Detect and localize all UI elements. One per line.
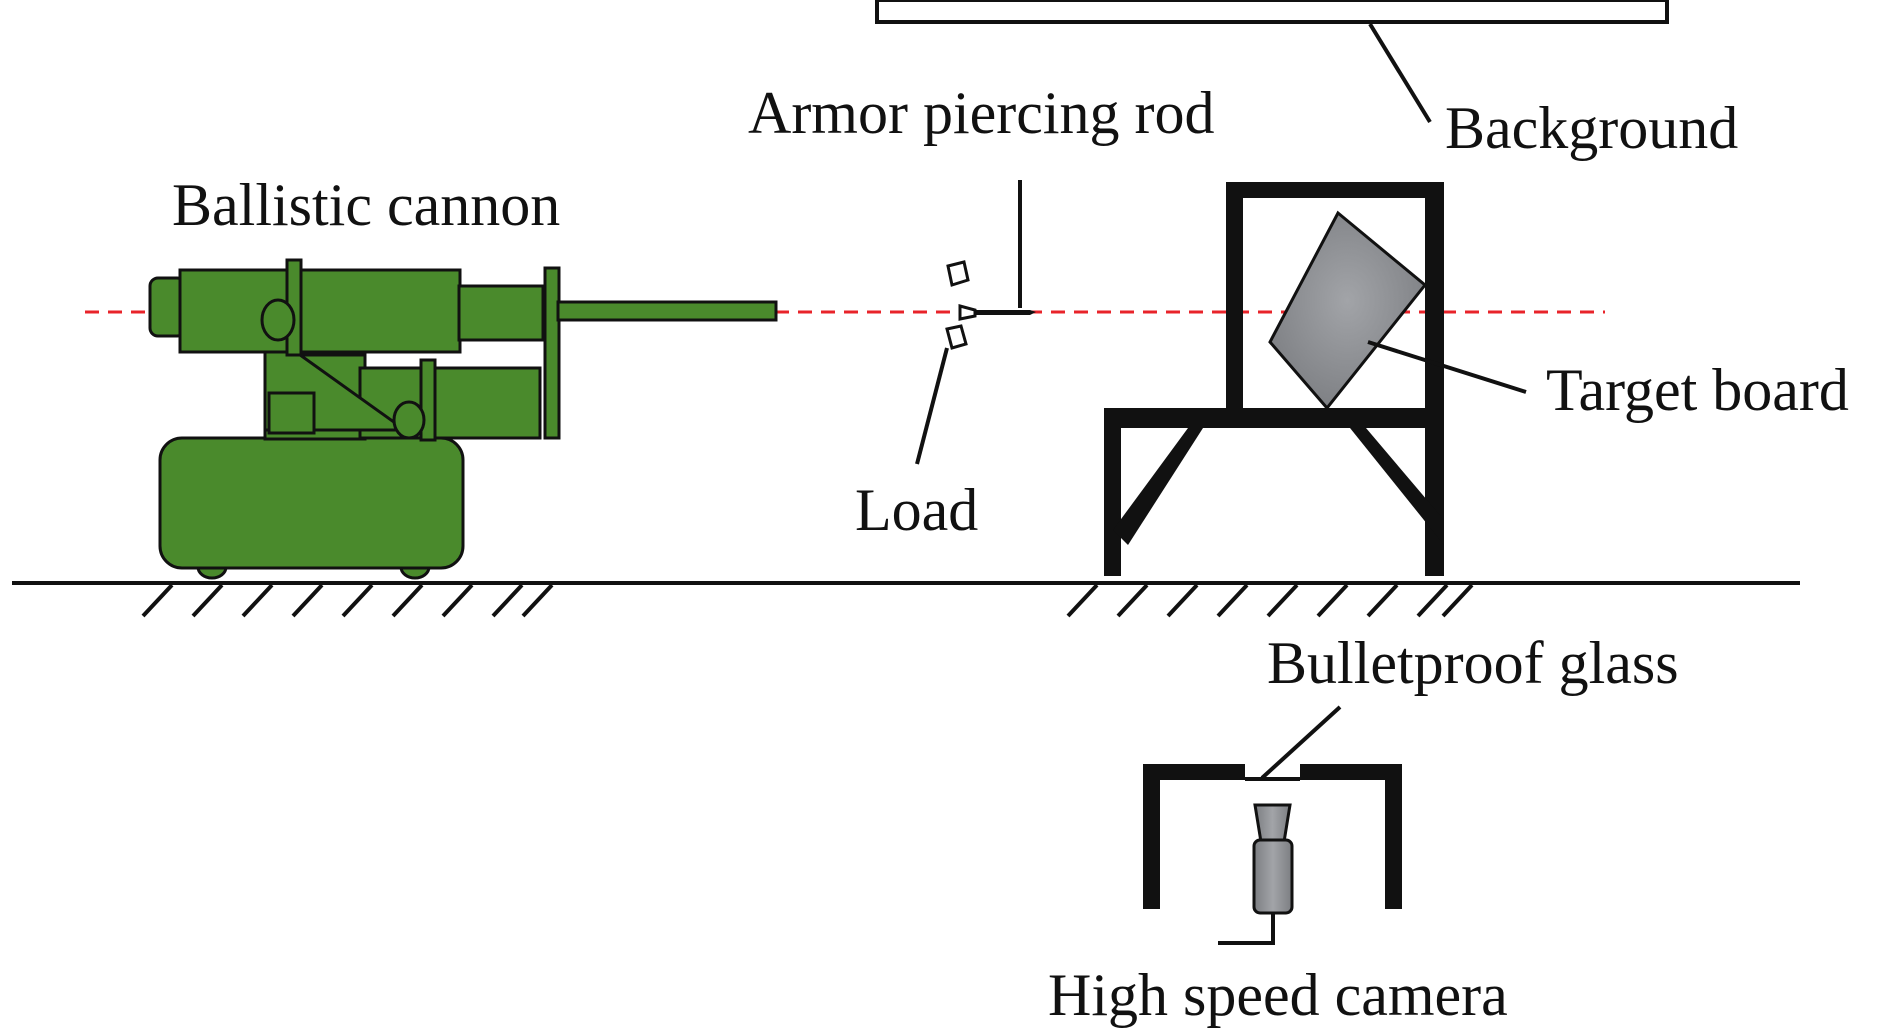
bulletproof-glass-label: Bulletproof glass — [1267, 630, 1679, 696]
load-leader-line — [915, 347, 949, 465]
ground-hatching-left — [141, 583, 554, 618]
target-frame — [1104, 182, 1444, 576]
target-board — [1268, 210, 1428, 411]
armor-piercing-rod — [958, 304, 1036, 321]
camera-label: High speed camera — [1048, 962, 1508, 1028]
ground-hatching-right — [1066, 583, 1474, 618]
load-fragments — [945, 260, 970, 350]
target-board-label: Target board — [1546, 357, 1849, 423]
background-panel — [875, 0, 1669, 24]
ballistic-cannon — [148, 258, 778, 580]
cannon-label: Ballistic cannon — [172, 172, 560, 238]
background-label: Background — [1445, 95, 1738, 161]
high-speed-camera — [1218, 803, 1294, 945]
load-label: Load — [855, 477, 978, 543]
armor-rod-label: Armor piercing rod — [748, 80, 1215, 146]
bulletproof-glass-leader-line — [1260, 705, 1342, 780]
target-board-leader-line — [1367, 340, 1527, 394]
background-leader-line — [1368, 22, 1432, 124]
bulletproof-shelter — [1143, 764, 1402, 909]
